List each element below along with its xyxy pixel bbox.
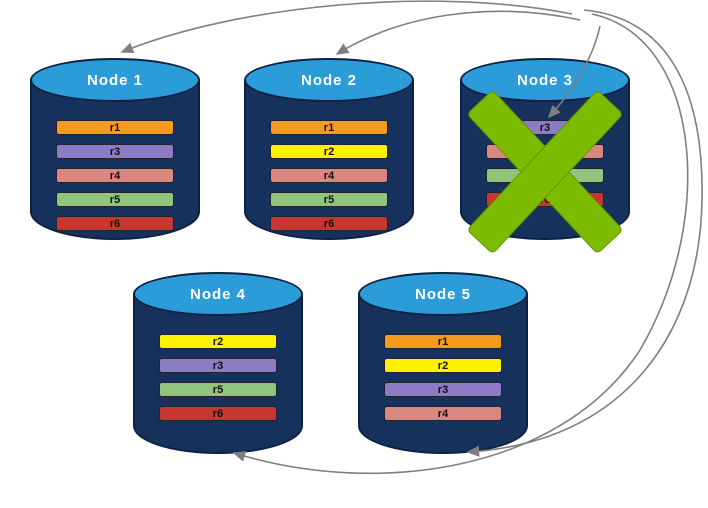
- node-2-title: Node 2: [300, 71, 357, 89]
- arrow-node3-to-node2: [335, 10, 581, 55]
- replica-bar: r1: [270, 120, 388, 135]
- node-5-cylinder-top: Node 5: [358, 272, 528, 316]
- replica-bar: r2: [384, 358, 502, 373]
- node-4-replicas: r2 r3 r5 r6: [159, 334, 277, 421]
- node-1-replicas: r1 r3 r4 r5 r6: [56, 120, 174, 231]
- replica-bar: r3: [159, 358, 277, 373]
- replica-bar: r5: [159, 382, 277, 397]
- node-2: Node 2 r1 r2 r4 r5 r6: [244, 58, 414, 240]
- replica-bar: r3: [384, 382, 502, 397]
- node-3-title: Node 3: [516, 71, 573, 89]
- node-5-replicas: r1 r2 r3 r4: [384, 334, 502, 421]
- replica-bar: r4: [384, 406, 502, 421]
- replica-bar: r6: [56, 216, 174, 231]
- node-5-title: Node 5: [414, 285, 471, 303]
- node-2-cylinder-top: Node 2: [244, 58, 414, 102]
- replica-bar: r2: [159, 334, 277, 349]
- replica-bar: r4: [56, 168, 174, 183]
- node-failure-x-mark: [466, 89, 624, 255]
- node-1-cylinder-top: Node 1: [30, 58, 200, 102]
- node-1-title: Node 1: [86, 71, 143, 89]
- node-1: Node 1 r1 r3 r4 r5 r6: [30, 58, 200, 240]
- node-4: Node 4 r2 r3 r5 r6: [133, 272, 303, 454]
- replica-bar: r1: [384, 334, 502, 349]
- replica-bar: r1: [56, 120, 174, 135]
- replica-bar: r6: [159, 406, 277, 421]
- replica-bar: r3: [56, 144, 174, 159]
- replica-bar: r5: [270, 192, 388, 207]
- node-4-cylinder-top: Node 4: [133, 272, 303, 316]
- node-5: Node 5 r1 r2 r3 r4: [358, 272, 528, 454]
- replica-bar: r5: [56, 192, 174, 207]
- node-2-replicas: r1 r2 r4 r5 r6: [270, 120, 388, 231]
- replica-bar: r4: [270, 168, 388, 183]
- replica-bar: r6: [270, 216, 388, 231]
- arrow-node3-to-node1: [120, 0, 573, 53]
- node-4-title: Node 4: [189, 285, 246, 303]
- replica-bar: r2: [270, 144, 388, 159]
